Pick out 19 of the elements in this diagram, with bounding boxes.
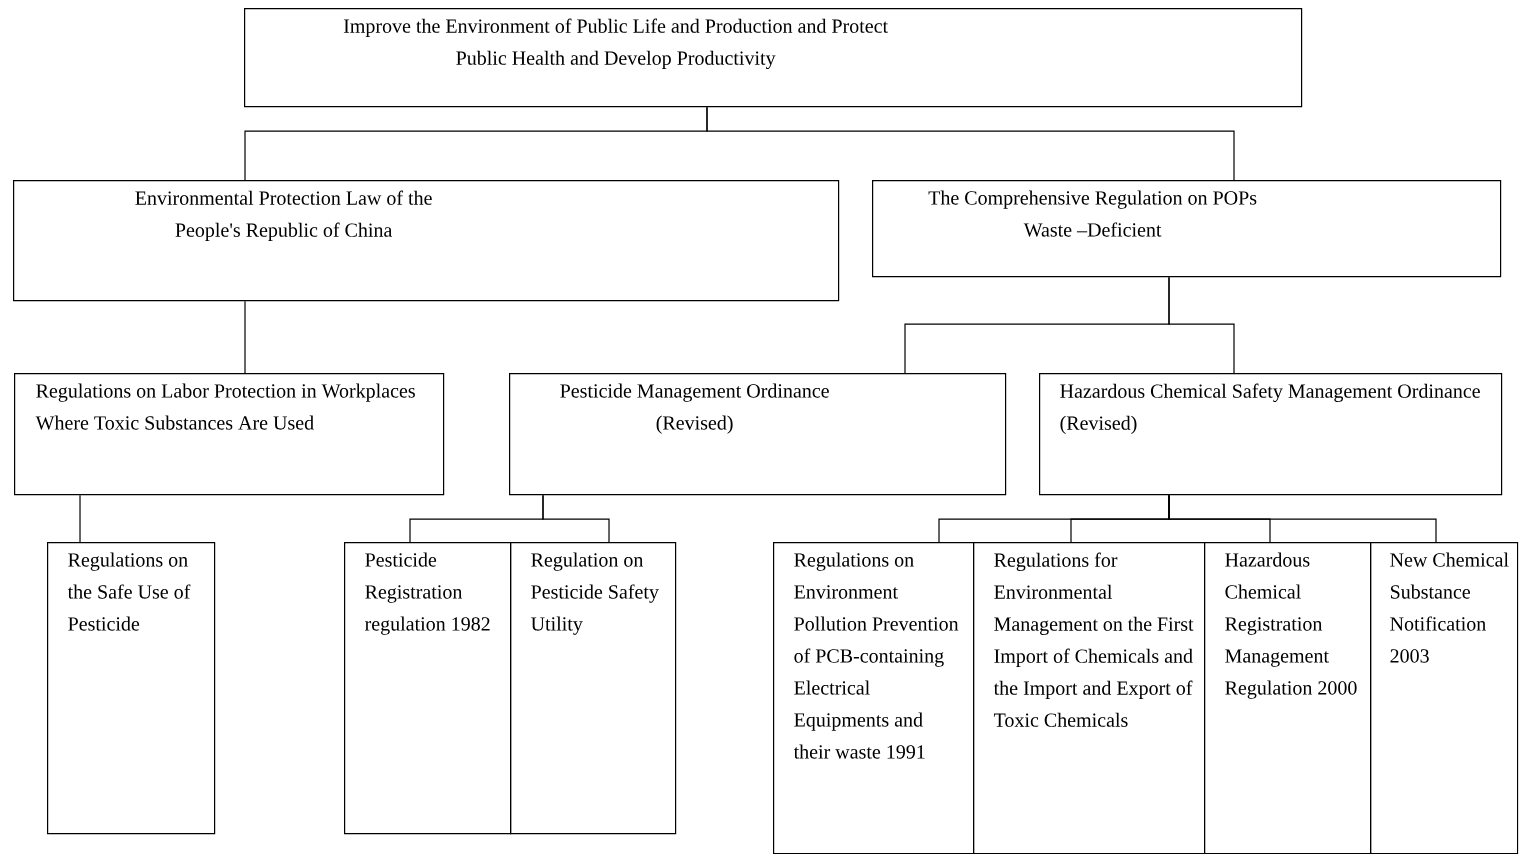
regulation-box: Hazardous Chemical Safety Management Ordinance (Revised) [1039, 373, 1503, 496]
regulation-box: The Comprehensive Regulation on POPs Waste –Deficient [872, 180, 1502, 278]
connector-line [79, 494, 81, 543]
regulation-box: Pesticide Registration regulation 1982 [344, 542, 512, 835]
connector-line [1168, 494, 1437, 543]
regulation-box: Regulations for Environmental Management on the First Import of Chemicals and the Import and Export of Toxic Chemicals [973, 542, 1206, 854]
regulation-box: Pesticide Management Ordinance (Revised) [509, 373, 1007, 496]
connector-line [1168, 276, 1235, 374]
regulation-box: Regulation on Pesticide Safety Utility [510, 542, 677, 835]
connector-line [542, 494, 610, 543]
regulation-box: Regulations on Labor Protection in Workplaces Where Toxic Substances Are Used [14, 373, 445, 496]
regulation-box: New Chemical Substance Notification 2003 [1370, 542, 1519, 854]
regulation-box: Environmental Protection Law of the People's Republic of China [13, 180, 840, 302]
regulation-box: Improve the Environment of Public Life and Production and Protect Public Health and Develop Productivity [244, 8, 1303, 108]
regulation-box: Hazardous Chemical Registration Management Regulation 2000 [1204, 542, 1372, 854]
connector-line [244, 300, 246, 374]
regulation-box: Regulations on Environment Pollution Prevention of PCB-containing Electrical Equipments and their waste 1991 [773, 542, 975, 854]
regulation-box: Regulations on the Safe Use of Pesticide [47, 542, 216, 835]
connector-line [706, 106, 1235, 181]
